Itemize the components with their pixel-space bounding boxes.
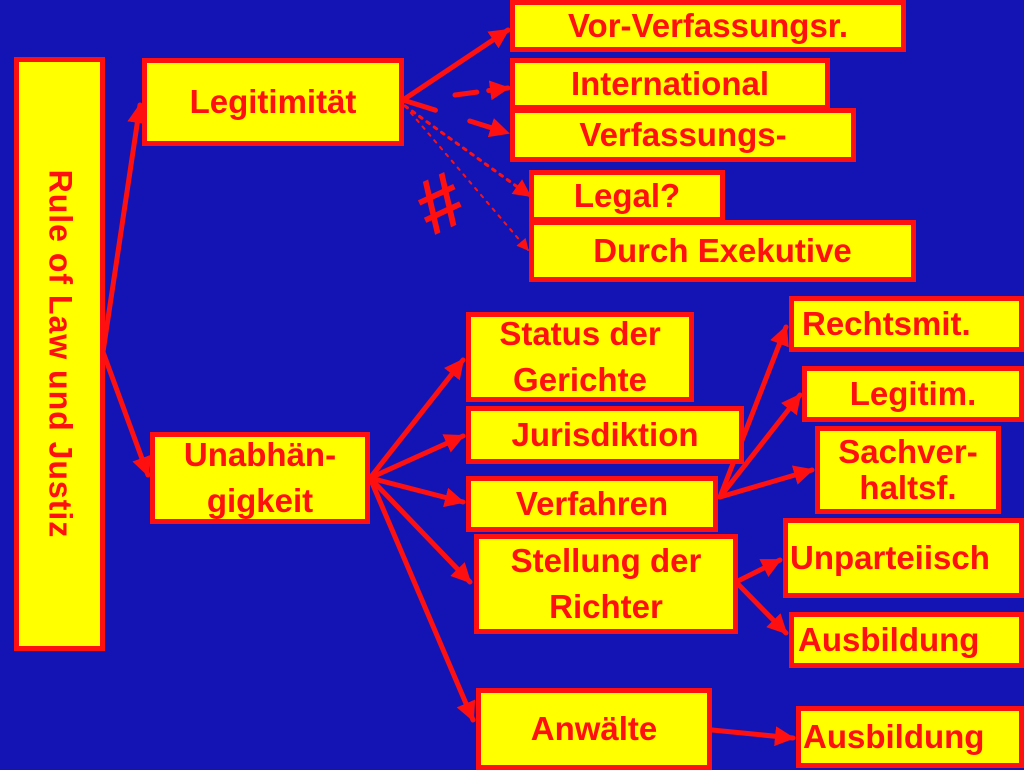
arrow-unab-status: [367, 357, 466, 481]
legal-node: Legal?: [529, 170, 725, 222]
arrow-unab-stellung: [367, 475, 473, 585]
arrow-unab-jurisdiktion: [367, 433, 466, 481]
arrow-verfahren-legitim: [717, 392, 803, 500]
legitimitaet-label: Legitimität: [189, 82, 357, 120]
anwaelte-label: Anwälte: [530, 709, 658, 747]
international-node: International: [510, 58, 830, 110]
root-node: Rule of Law und Justiz: [14, 57, 105, 651]
arrow-stellung-unparteiisch: [733, 557, 783, 585]
unabhaengigkeit-node: Unabhän- gigkeit: [150, 432, 370, 524]
arrow-verfahren-rechtsmit: [717, 324, 789, 500]
sachver-label-line2: haltsf.: [859, 469, 957, 506]
sachver-label-line1: Sachver-: [838, 432, 978, 470]
arrow-root-unabhaengigkeit: [100, 349, 152, 478]
anwaelte-ausbildung-label: Ausbildung: [803, 717, 985, 755]
rechtsmit-node: Rechtsmit.: [789, 296, 1024, 352]
legitim-node: Legitim.: [802, 366, 1024, 422]
arrow-legit-verfassungs: [400, 97, 511, 138]
status-label-line1: Status der: [499, 314, 661, 352]
arrow-unab-verfahren: [367, 475, 466, 508]
arrow-legit-international: [452, 80, 511, 101]
arrow-unab-anwaelte: [367, 475, 476, 723]
legitimitaet-node: Legitimität: [142, 58, 404, 146]
stellung-ausbildung-node: Ausbildung: [789, 612, 1024, 668]
unabhaengigkeit-label-line2: gigkeit: [206, 482, 314, 519]
status-gerichte-node: Status der Gerichte: [466, 312, 694, 402]
verfassungs-label: Verfassungs-: [579, 115, 787, 153]
sachverhaltsf-node: Sachver- haltsf.: [815, 426, 1001, 514]
anwaelte-ausbildung-node: Ausbildung: [796, 706, 1024, 768]
verfahren-node: Verfahren: [466, 476, 718, 532]
stellung-ausbildung-label: Ausbildung: [798, 620, 980, 658]
status-label-line2: Gerichte: [513, 361, 647, 398]
unparteiisch-node: Unparteiisch: [783, 518, 1024, 598]
arrow-root-legitimitaet: [100, 102, 148, 355]
stellung-label-line1: Stellung der: [510, 541, 702, 579]
unabhaengigkeit-label-line1: Unabhän-: [183, 435, 337, 473]
jurisdiktion-label: Jurisdiktion: [511, 415, 699, 453]
stellung-richter-node: Stellung der Richter: [474, 534, 738, 634]
international-label: International: [570, 64, 770, 102]
arrow-stellung-ausbildung: [733, 579, 789, 636]
arrow-anwaelte-ausbildung: [709, 726, 796, 747]
verfassungs-node: Verfassungs-: [510, 108, 856, 162]
arrow-legit-vorverf: [400, 27, 511, 103]
unparteiisch-label: Unparteiisch: [790, 538, 990, 576]
stellung-label-line2: Richter: [549, 588, 663, 625]
vor-verfassungsr-label: Vor-Verfassungsr.: [567, 6, 848, 44]
legal-label: Legal?: [573, 176, 681, 214]
vor-verfassungsr-node: Vor-Verfassungsr.: [510, 0, 906, 52]
arrow-verfahren-sachver: [717, 465, 815, 500]
rechtsmit-label: Rechtsmit.: [802, 304, 971, 342]
durch-exekutive-node: Durch Exekutive: [529, 220, 916, 282]
root-label: Rule of Law und Justiz: [42, 169, 79, 539]
verfahren-label: Verfahren: [515, 484, 669, 522]
arrow-legit-legal: [403, 104, 532, 198]
durch-exekutive-label: Durch Exekutive: [593, 231, 852, 269]
jurisdiktion-node: Jurisdiktion: [466, 406, 744, 464]
anwaelte-node: Anwälte: [476, 688, 712, 770]
legitim-label: Legitim.: [849, 374, 977, 412]
